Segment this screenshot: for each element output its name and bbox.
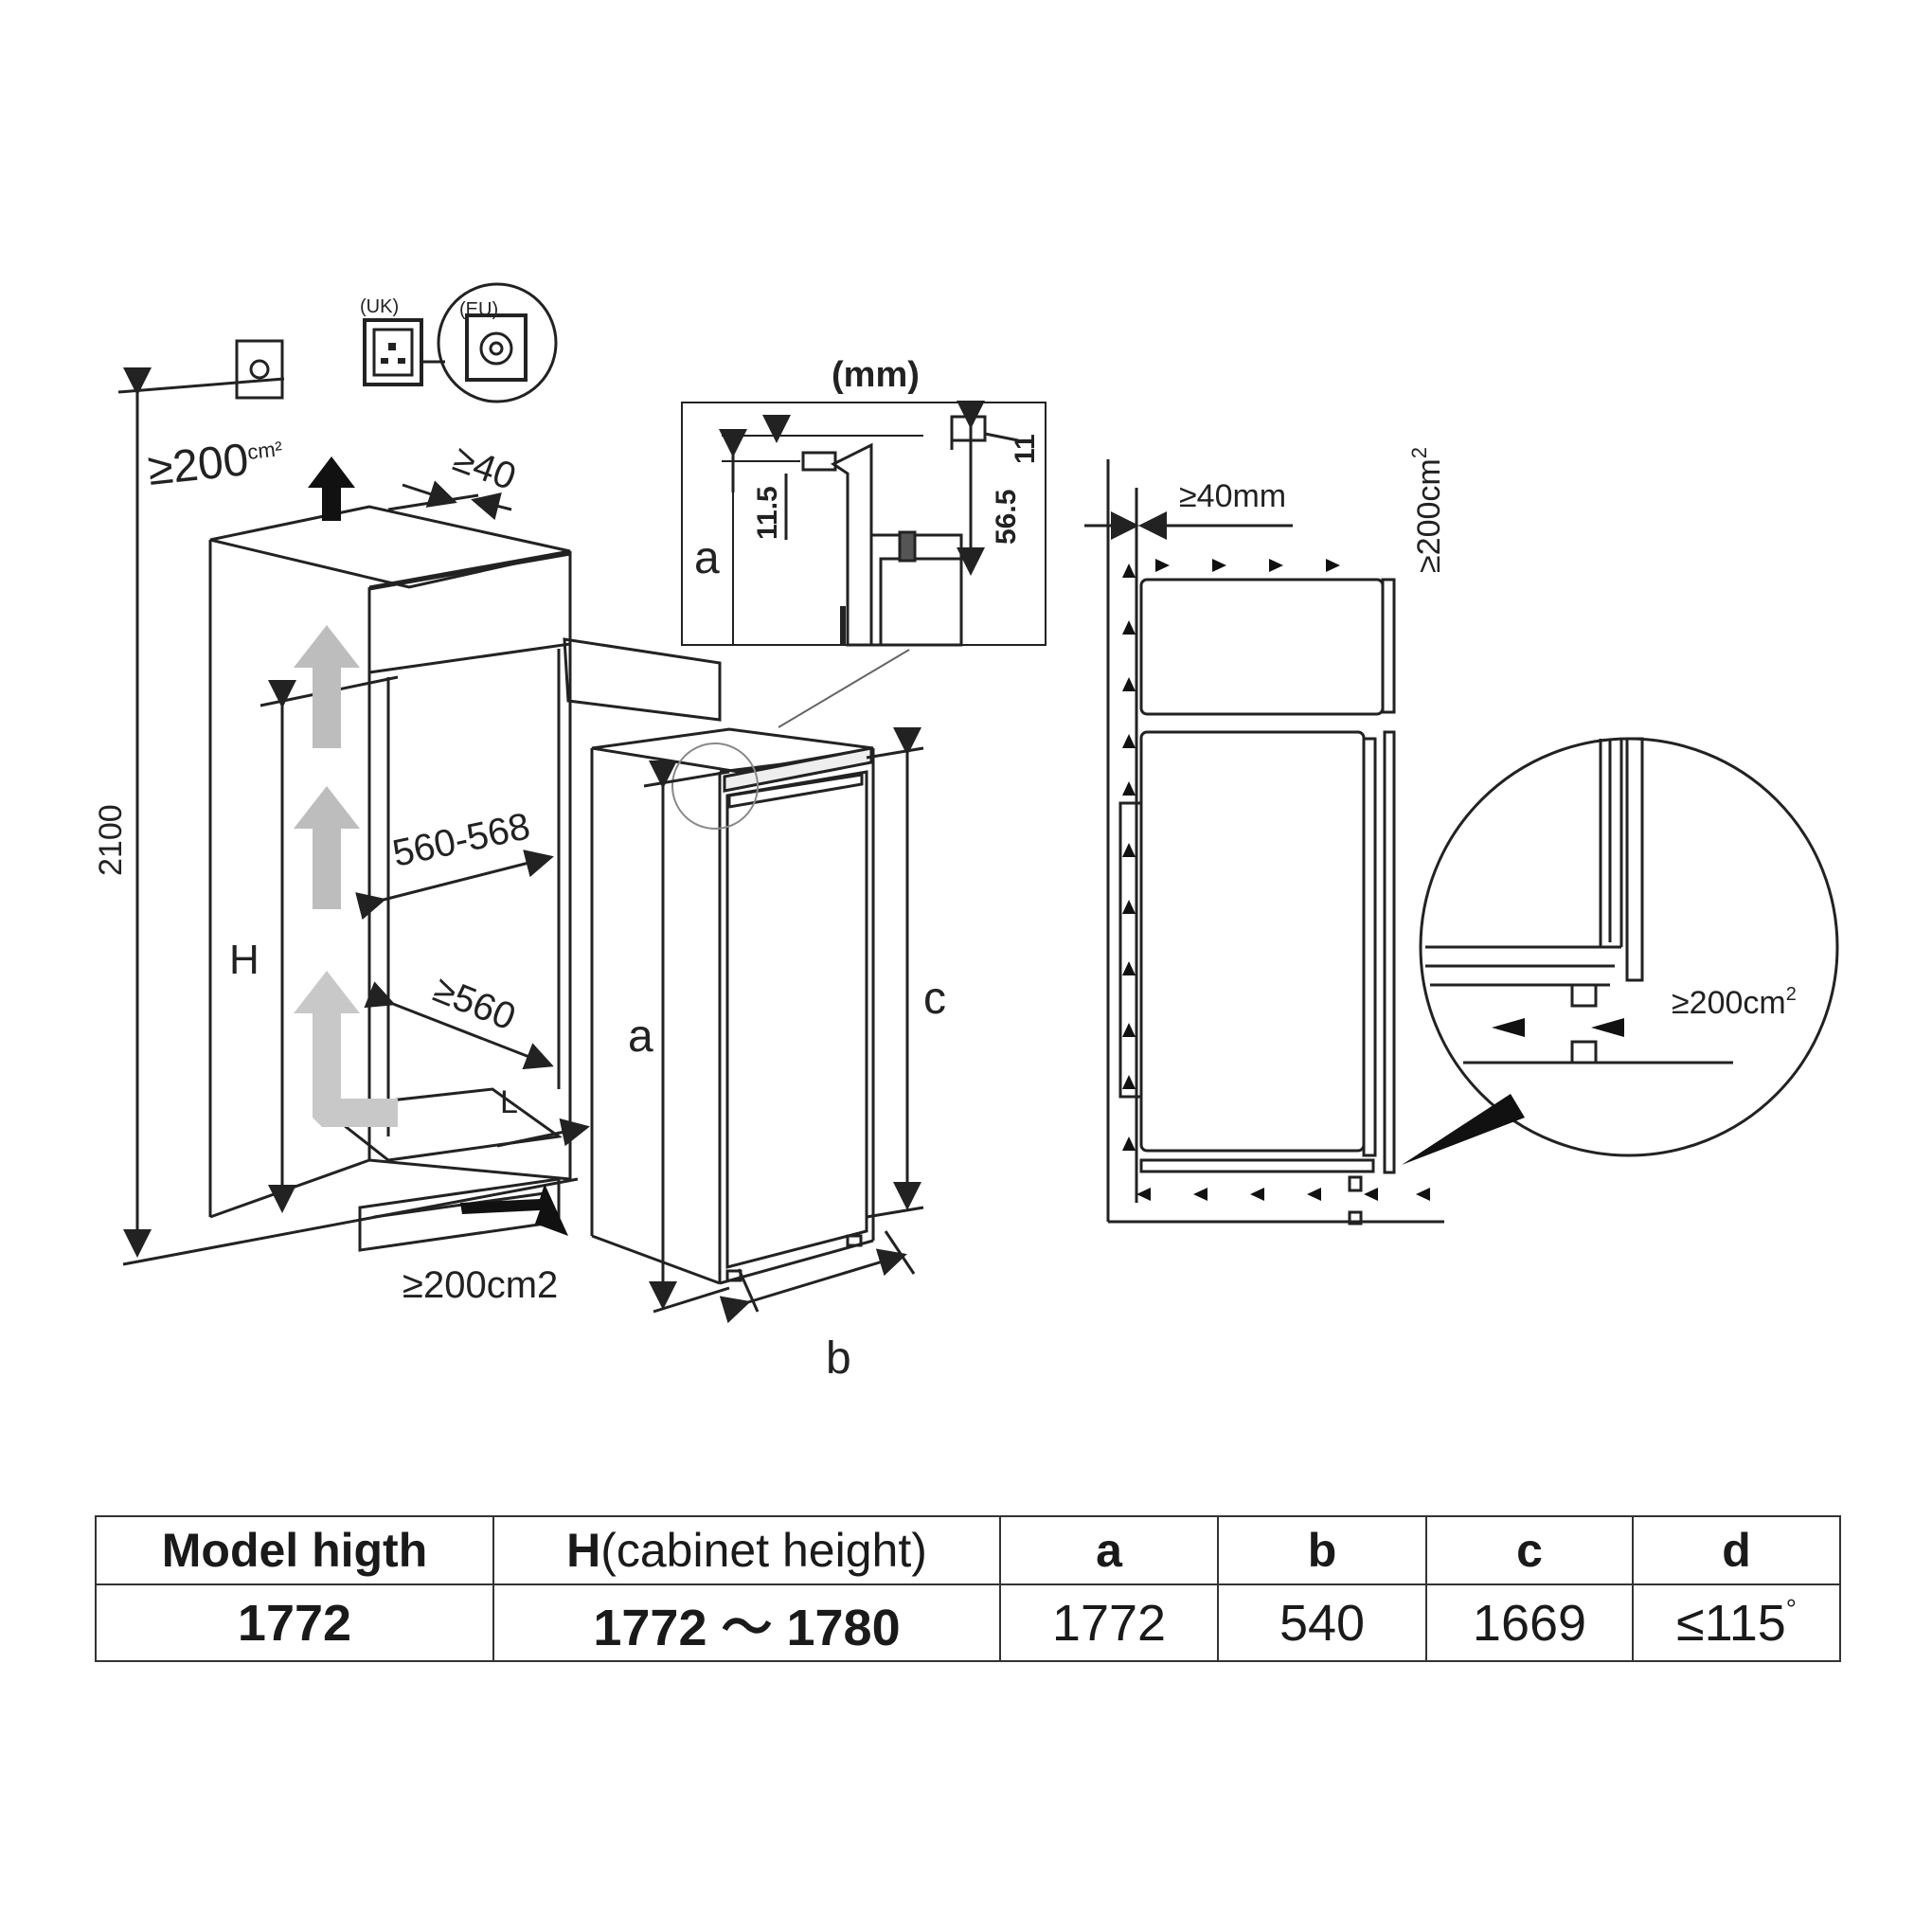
header-a: a [999, 1515, 1219, 1585]
width-letter: b [826, 1333, 851, 1384]
value-model: 1772 [95, 1583, 494, 1662]
specification-table: Model higth H(cabinet height) a b c d 17… [95, 1515, 1841, 1662]
eu-socket-label: (EU) [459, 299, 498, 320]
value-a: 1772 [999, 1583, 1219, 1662]
detail-dim-11-5: 11.5 [752, 486, 783, 540]
detail-dim-56-5: 56.5 [991, 490, 1022, 545]
door-height-letter: c [923, 974, 946, 1024]
value-h: 1772 ～ 1780 [492, 1583, 1001, 1662]
header-h: H(cabinet height) [492, 1515, 1001, 1585]
units-label: (mm) [832, 355, 920, 395]
detail-dim-11: 11 [1010, 434, 1041, 464]
side-top-vent-label: ≥200cm2 [1407, 447, 1447, 573]
header-d: d [1632, 1515, 1841, 1585]
header-model: Model higth [95, 1515, 494, 1585]
side-view-ventilation [1084, 459, 1839, 1225]
header-c: c [1425, 1515, 1634, 1585]
power-sockets [235, 282, 558, 403]
cabinet-height-letter: H [229, 937, 259, 983]
table-row: 1772 1772 ～ 1780 1772 540 1669 ≤115° [95, 1583, 1841, 1662]
side-top-gap-label: ≥40mm [1179, 478, 1286, 514]
appliance-drawing [590, 649, 924, 1324]
circle-vent-label: ≥200cm2 [1672, 984, 1797, 1021]
appliance-height-letter: a [628, 1011, 653, 1062]
bottom-vent-label: ≥200cm2 [402, 1264, 558, 1306]
detail-letter: a [694, 533, 720, 583]
hinge-detail-inset [681, 401, 1046, 647]
min-depth-label: ≥560 [428, 969, 522, 1039]
total-height-label: 2100 [93, 804, 129, 876]
width-range-label: 560-568 [389, 805, 534, 875]
cabinet-niche [117, 367, 722, 1266]
value-d: ≤115° [1632, 1583, 1841, 1662]
top-gap-label: ≥40 [448, 438, 521, 498]
plinth-letter: L [500, 1084, 518, 1120]
header-b: b [1217, 1515, 1427, 1585]
uk-socket-label: (UK) [360, 296, 399, 317]
value-c: 1669 [1425, 1583, 1634, 1662]
value-b: 540 [1217, 1583, 1427, 1662]
top-vent-label: ≥200cm² [146, 431, 286, 495]
table-header-row: Model higth H(cabinet height) a b c d [95, 1515, 1841, 1585]
